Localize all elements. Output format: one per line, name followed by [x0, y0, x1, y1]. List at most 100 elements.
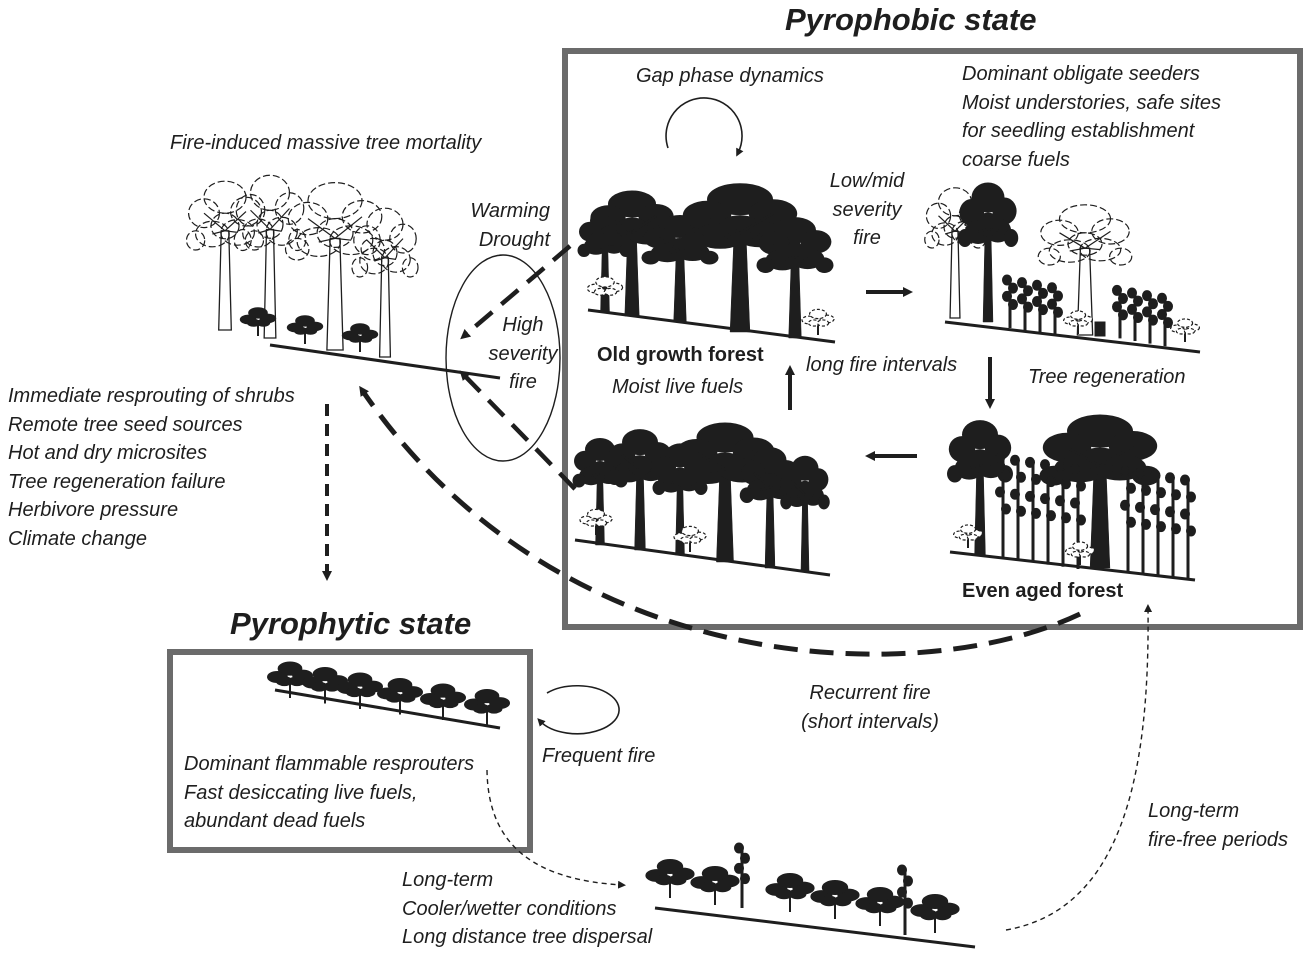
arrow-recurrent-fire [359, 385, 1082, 657]
shrub [810, 879, 860, 919]
fire-free-label: Long-term fire-free periods [1148, 797, 1288, 854]
pyrophytic-title: Pyrophytic state [230, 606, 472, 641]
low-mid-line: fire [853, 227, 881, 250]
driver-item: Tree regeneration failure [8, 470, 226, 493]
shrub [420, 683, 467, 720]
pyrophytic-note-line: Fast desiccating live fuels, [184, 781, 418, 804]
even-aged-forest-illustration [947, 414, 1196, 582]
high-severity-line: severity [488, 342, 558, 365]
sapling [1150, 470, 1166, 576]
driver-item: Herbivore pressure [8, 499, 179, 522]
moist-forest-tree [739, 447, 801, 569]
ground-line [944, 320, 1201, 354]
old-growth-label: Old growth forest [597, 344, 764, 366]
ground-line [574, 538, 831, 577]
sapling [1142, 290, 1158, 344]
shrubland-illustration [267, 661, 511, 730]
shrub [765, 872, 815, 912]
high-severity-label: High severity fire [473, 311, 573, 397]
sapling [1112, 284, 1128, 339]
shrub [801, 308, 835, 335]
recovery-line: Long-term [402, 869, 494, 891]
gap-phase-cycle-arrow [665, 97, 744, 157]
sapling [1127, 287, 1143, 341]
warming-drought-label: Warming Drought [440, 197, 550, 254]
driver-item: Climate change [8, 527, 147, 550]
shrub [302, 667, 349, 704]
seeder-notes: Dominant obligate seeders Moist understo… [962, 60, 1221, 174]
shrub [953, 524, 983, 548]
shrub [464, 689, 511, 726]
frequent-fire-label: Frequent fire [542, 745, 656, 767]
sapling [1002, 274, 1018, 328]
shrub [1169, 318, 1200, 342]
arrow-old-growth-to-mortality [460, 244, 572, 340]
arrow-moist-to-mortality [459, 370, 577, 491]
ground-line [274, 688, 501, 730]
shrub [910, 893, 960, 933]
recovery-line: Long distance tree dispersal [402, 926, 653, 949]
shrub [239, 307, 277, 336]
driver-item: Hot and dry microsites [8, 442, 207, 465]
recovery-line: Cooler/wetter conditions [402, 897, 617, 920]
recurrent-fire-line: (short intervals) [801, 710, 939, 733]
pyrophytic-note-line: Dominant flammable resprouters [184, 753, 475, 775]
high-severity-line: High [502, 314, 544, 336]
sapling [1180, 474, 1196, 580]
pyrophytic-notes: Dominant flammable resprouters Fast desi… [184, 750, 474, 836]
tree-regeneration-label: Tree regeneration [1028, 366, 1186, 388]
sapling [1047, 282, 1063, 336]
pyrophobic-frame [562, 48, 1303, 630]
shrub [341, 323, 379, 352]
shrub [1062, 310, 1093, 334]
dead-forest-illustration [185, 174, 501, 380]
sapling [1135, 467, 1151, 574]
sapling [897, 864, 913, 935]
moist-live-fuels-label: Moist live fuels [612, 376, 744, 398]
surviving-tree [957, 182, 1019, 323]
low-mid-severity-label: Low/mid severity fire [812, 167, 922, 253]
fire-free-line: fire-free periods [1148, 828, 1289, 851]
moist-forest-illustration [572, 422, 831, 577]
gap-phase-label: Gap phase dynamics [636, 65, 824, 87]
shrub [1064, 541, 1095, 565]
long-fire-intervals-label: long fire intervals [806, 354, 958, 376]
ground-line [949, 550, 1196, 582]
sapling [1025, 456, 1041, 563]
shrub [586, 276, 624, 305]
sapling [1055, 461, 1071, 567]
sapling [995, 452, 1011, 558]
drought-line: Drought [478, 228, 550, 251]
pyrophobic-title: Pyrophobic state [785, 2, 1037, 37]
sapling [1120, 465, 1136, 572]
sapling [734, 842, 750, 908]
arrow-pyrophytic-to-recovery [486, 769, 626, 889]
moist-forest-tree [780, 455, 830, 573]
even-aged-label: Even aged forest [962, 580, 1124, 602]
sapling [1165, 472, 1181, 578]
shrub [377, 678, 424, 715]
tree-regeneration-illustration [924, 182, 1201, 354]
seeder-note-line: Dominant obligate seeders [962, 63, 1200, 85]
sapling [1017, 277, 1033, 331]
high-severity-ellipse [445, 254, 561, 462]
shrub [855, 886, 905, 926]
old-growth-tree [756, 217, 834, 339]
shrub [579, 508, 613, 535]
low-mid-line: severity [832, 198, 902, 221]
sapling [1040, 459, 1056, 565]
driver-item: Immediate resprouting of shrubs [8, 385, 295, 407]
seeder-note-line: Moist understories, safe sites [962, 91, 1221, 114]
dead-tree [185, 180, 265, 331]
recovery-conditions: Long-term Cooler/wetter conditions Long … [402, 866, 652, 952]
high-severity-line: fire [509, 371, 537, 394]
stump [1094, 321, 1106, 337]
shrub [690, 865, 740, 905]
seeder-note-line: for seedling establishment [962, 120, 1195, 143]
moist-forest-tree [607, 429, 673, 551]
old-growth-forest-illustration [577, 183, 836, 344]
frequent-fire-cycle-arrow [537, 684, 620, 735]
even-aged-tree [947, 420, 1013, 556]
